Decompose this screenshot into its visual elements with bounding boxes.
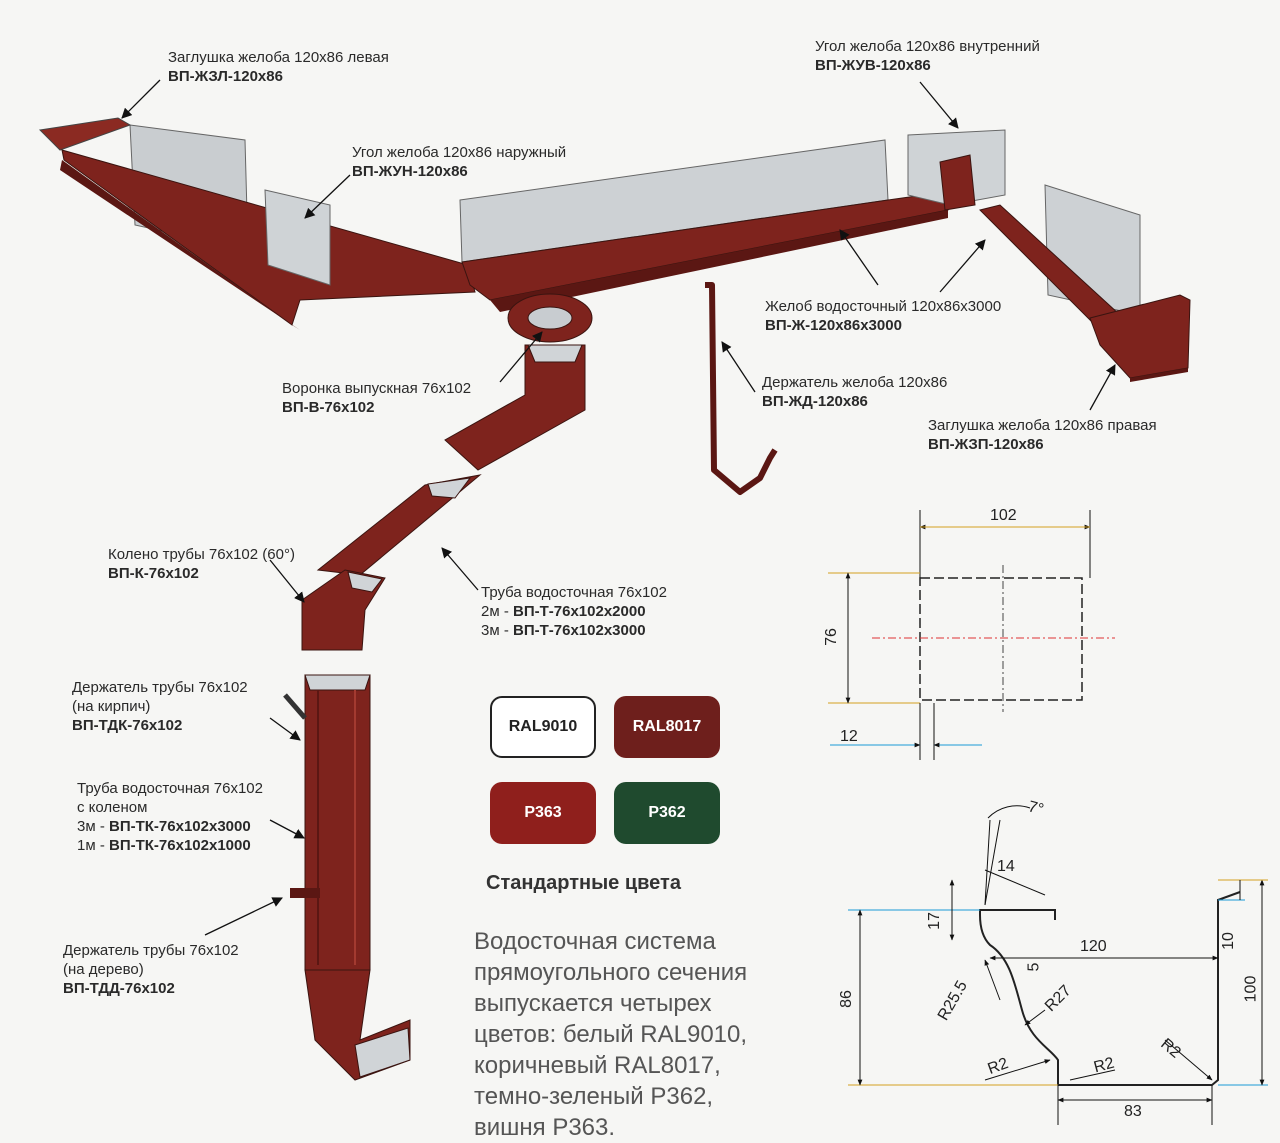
label-variant-2: 3м - ВП-Т-76х102х3000 [481, 621, 667, 640]
pipe-holder-wood [290, 888, 320, 898]
label-name: Заглушка желоба 120х86 левая [168, 49, 389, 66]
label-code: ВП-ЖД-120х86 [762, 393, 868, 410]
label-length: 3м - [481, 622, 513, 639]
label-code: ВП-ЖЗП-120х86 [928, 436, 1044, 453]
dim-pipe-width: 102 [990, 507, 1017, 524]
pipe-holder-brick [283, 693, 307, 720]
description-line: прямоугольного сечения [474, 959, 748, 986]
dim-front-height: 86 [837, 990, 855, 1008]
label-length: 2м - [481, 603, 513, 620]
description-text: Водосточная система прямоугольного сечен… [474, 926, 747, 1143]
label-end-cap-right: Заглушка желоба 120х86 правая ВП-ЖЗП-120… [928, 416, 1157, 454]
pipe-segment-diagonal [316, 474, 482, 576]
swatch-p363: P363 [490, 782, 596, 844]
label-name: Заглушка желоба 120х86 правая [928, 417, 1157, 434]
label-code: ВП-ЖЗЛ-120х86 [168, 68, 283, 85]
pipe-section-drawing [828, 510, 1115, 760]
end-cap-right [1089, 294, 1191, 382]
label-gutter-holder: Держатель желоба 120х86 ВП-ЖД-120х86 [762, 373, 947, 411]
label-name: Колено трубы 76х102 (60°) [108, 546, 295, 563]
label-pipe-with-elbow: Труба водосточная 76х102 с коленом 3м - … [77, 779, 263, 855]
label-note: (на кирпич) [72, 698, 151, 715]
label-variant-1: 3м - ВП-ТК-76х102х3000 [77, 817, 263, 836]
gutter-inner-corner [907, 129, 1006, 211]
label-name: Труба водосточная 76х102 [481, 584, 667, 601]
dim-pipe-corrugation: 12 [840, 728, 858, 745]
label-variant-1: 2м - ВП-Т-76х102х2000 [481, 602, 667, 621]
label-code: ВП-Т-76х102х3000 [513, 622, 646, 639]
gutter-right-section [979, 184, 1141, 331]
upper-elbow [444, 344, 586, 471]
label-holder-wood: Держатель трубы 76х102 (на дерево) ВП-ТД… [63, 941, 239, 998]
label-inner-corner: Угол желоба 120х86 внутренний ВП-ЖУВ-120… [815, 37, 1040, 75]
label-length: 1м - [77, 837, 109, 854]
label-end-cap-left: Заглушка желоба 120х86 левая ВП-ЖЗЛ-120х… [168, 48, 389, 86]
label-name: Угол желоба 120х86 наружный [352, 144, 567, 161]
dim-profile-width: 120 [1080, 938, 1107, 955]
dim-total-height: 100 [1242, 975, 1260, 1003]
description-line: Водосточная система [474, 928, 716, 955]
description-line: темно-зеленый P362, [474, 1083, 714, 1110]
label-elbow: Колено трубы 76х102 (60°) ВП-К-76х102 [108, 545, 295, 583]
label-variant-2: 1м - ВП-ТК-76х102х1000 [77, 836, 263, 855]
dim-bottom: 83 [1124, 1103, 1142, 1120]
label-name: Держатель желоба 120х86 [762, 374, 948, 391]
label-name: Держатель трубы 76х102 [72, 679, 248, 696]
label-name: Угол желоба 120х86 внутренний [815, 38, 1040, 55]
label-code: ВП-В-76х102 [282, 399, 375, 416]
dim-bead: 5 [1025, 962, 1043, 972]
label-note: (на дерево) [63, 961, 144, 978]
gutter-holder-bracket [705, 282, 778, 495]
label-length: 3м - [77, 818, 109, 835]
label-downpipe: Труба водосточная 76х102 2м - ВП-Т-76х10… [481, 583, 667, 640]
gutter-main-section [459, 139, 949, 312]
label-code: ВП-К-76х102 [108, 565, 199, 582]
label-code: ВП-ЖУН-120х86 [352, 163, 468, 180]
downpipe-vertical [304, 674, 411, 1081]
dim-pipe-height: 76 [822, 628, 840, 646]
label-code: ВП-ЖУВ-120х86 [815, 57, 931, 74]
label-holder-brick: Держатель трубы 76х102 (на кирпич) ВП-ТД… [72, 678, 248, 735]
gutter-profile-drawing [848, 805, 1268, 1125]
label-name: Труба водосточная 76х102 [77, 780, 263, 797]
description-line: цветов: белый RAL9010, [474, 1021, 748, 1048]
swatch-ral9010: RAL9010 [490, 696, 596, 758]
label-gutter: Желоб водосточный 120х86х3000 ВП-Ж-120х8… [765, 297, 1001, 335]
label-code: ВП-Т-76х102х2000 [513, 603, 646, 620]
leader-lines [121, 79, 1116, 936]
label-code: ВП-ТК-76х102х1000 [109, 837, 251, 854]
swatch-p362: P362 [614, 782, 720, 844]
label-note: с коленом [77, 799, 148, 816]
dim-lip-height: 17 [925, 912, 943, 930]
standard-colors-title: Стандартные цвета [486, 872, 681, 894]
label-code: ВП-ТДД-76х102 [63, 980, 175, 997]
label-code: ВП-ТК-76х102х3000 [109, 818, 251, 835]
label-outlet-funnel: Воронка выпускная 76х102 ВП-В-76х102 [282, 379, 471, 417]
description-line: выпускается четырех [474, 990, 712, 1017]
description-line: коричневый RAL8017, [474, 1052, 721, 1079]
label-outer-corner: Угол желоба 120х86 наружный ВП-ЖУН-120х8… [352, 143, 566, 181]
label-name: Желоб водосточный 120х86х3000 [765, 298, 1002, 315]
outlet-funnel [507, 293, 593, 343]
lower-elbow [301, 569, 386, 651]
label-code: ВП-Ж-120х86х3000 [765, 317, 902, 334]
dim-lip: 14 [997, 858, 1015, 875]
dim-top-gap: 10 [1219, 932, 1237, 950]
label-name: Воронка выпускная 76х102 [282, 380, 472, 397]
label-name: Держатель трубы 76х102 [63, 942, 239, 959]
label-code: ВП-ТДК-76х102 [72, 717, 183, 734]
description-line: вишня P363. [474, 1114, 616, 1141]
swatch-ral8017: RAL8017 [614, 696, 720, 758]
